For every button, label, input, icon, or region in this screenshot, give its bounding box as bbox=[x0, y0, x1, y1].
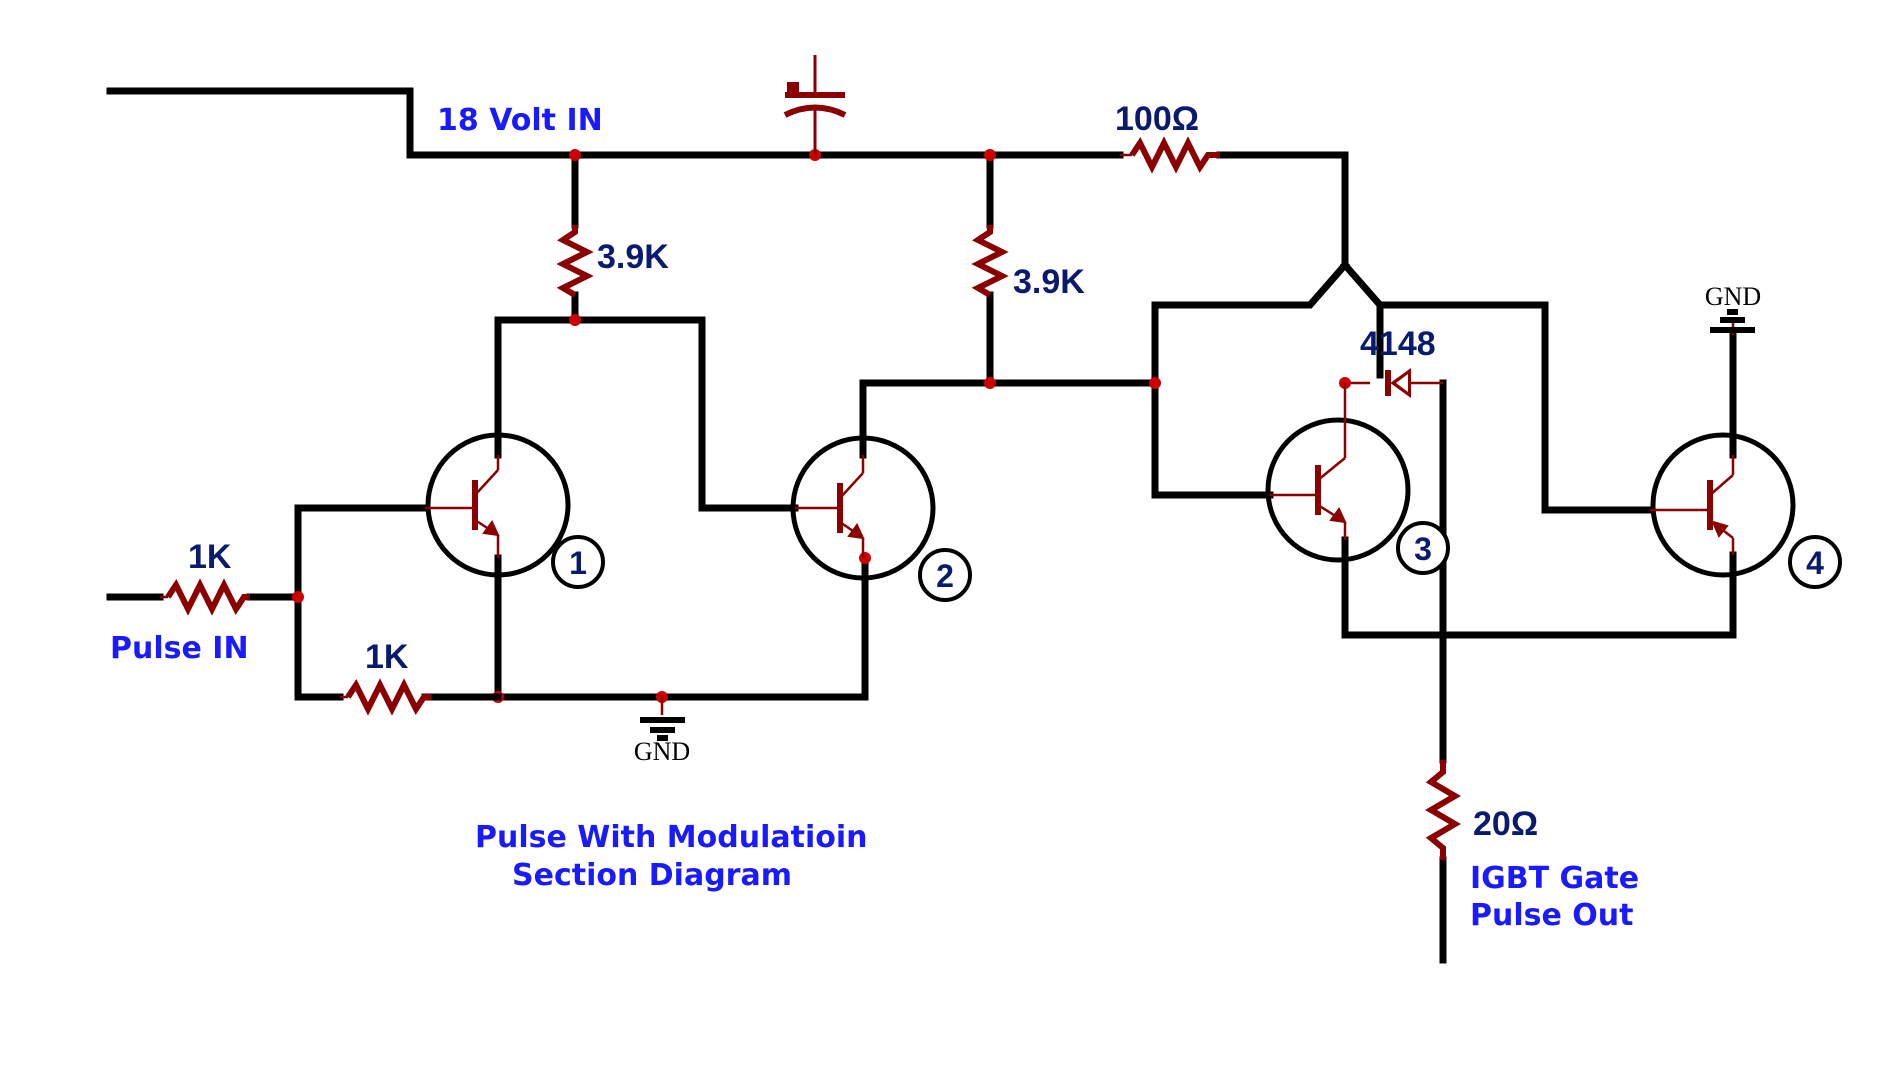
junction-node bbox=[292, 591, 304, 603]
output-label-line1: IGBT Gate bbox=[1470, 861, 1639, 896]
svg-text:GND: GND bbox=[1705, 282, 1761, 311]
ground-symbol-bottom: GND bbox=[634, 697, 690, 766]
transistor-q3 bbox=[1265, 383, 1411, 563]
transistor-number-1: 1 bbox=[551, 535, 605, 589]
resistor-r-base bbox=[340, 678, 502, 716]
resistor-r-c2 bbox=[971, 225, 1009, 298]
resistor-r-gate bbox=[1425, 760, 1461, 860]
junction-node bbox=[1149, 377, 1161, 389]
svg-text:GND: GND bbox=[634, 737, 690, 766]
diode-4148 bbox=[1385, 368, 1411, 398]
svg-text:1: 1 bbox=[569, 545, 587, 581]
diagram-title-line2: Section Diagram bbox=[512, 858, 792, 893]
transistor-q4 bbox=[1650, 432, 1796, 578]
svg-text:3: 3 bbox=[1414, 531, 1432, 567]
output-label-line2: Pulse Out bbox=[1470, 898, 1633, 933]
resistor-r-c1 bbox=[556, 225, 594, 298]
resistor-r-series bbox=[1120, 136, 1220, 174]
transistor-number-3: 3 bbox=[1396, 521, 1450, 575]
svg-text:2: 2 bbox=[936, 558, 954, 594]
r-c2-value: 3.9K bbox=[1013, 263, 1085, 301]
junction-dots bbox=[292, 149, 1351, 703]
r-c1-value: 3.9K bbox=[597, 238, 669, 276]
r-base-value: 1K bbox=[365, 638, 409, 676]
wires bbox=[106, 87, 1737, 964]
transistor-q2 bbox=[790, 435, 936, 581]
resistor-r-in bbox=[160, 578, 250, 616]
transistor-q1 bbox=[425, 432, 571, 578]
junction-node bbox=[569, 314, 581, 326]
transistor-number-4: 4 bbox=[1788, 535, 1842, 589]
junction-node bbox=[984, 377, 996, 389]
r-in-value: 1K bbox=[188, 538, 232, 576]
decoupling-capacitor bbox=[783, 55, 847, 155]
r-gate-value: 20Ω bbox=[1473, 805, 1538, 843]
pulse-in-label: Pulse IN bbox=[110, 631, 249, 666]
r-series-value: 100Ω bbox=[1115, 100, 1199, 138]
transistor-number-2: 2 bbox=[918, 548, 972, 602]
diagram-title-line1: Pulse With Modulatioin bbox=[475, 820, 868, 855]
junction-node bbox=[569, 149, 581, 161]
supply-label: 18 Volt IN bbox=[437, 103, 603, 138]
diode-label: 4148 bbox=[1360, 325, 1436, 363]
svg-text:4: 4 bbox=[1806, 545, 1824, 581]
junction-node bbox=[859, 552, 871, 564]
junction-node bbox=[984, 149, 996, 161]
ground-symbol-top: GND bbox=[1705, 282, 1761, 335]
